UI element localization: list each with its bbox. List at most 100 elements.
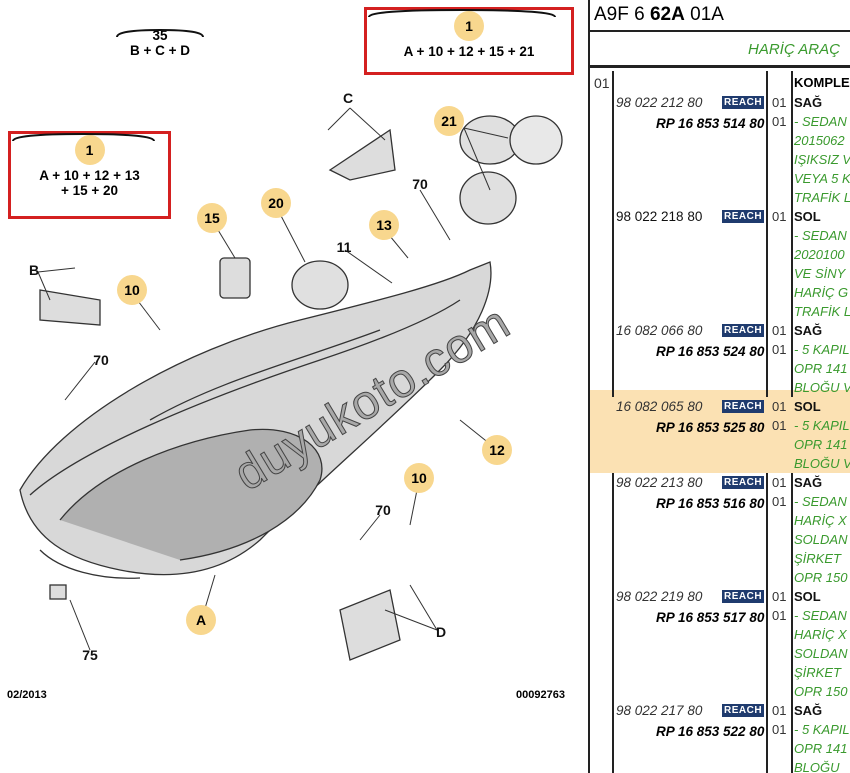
description-line: HARİÇ G xyxy=(794,285,849,300)
description-line: - SEDAN xyxy=(794,494,847,509)
side-label: SAĞ xyxy=(794,703,823,718)
side-label: SAĞ xyxy=(794,323,823,338)
description-line: - 5 KAPIL xyxy=(794,722,850,737)
side-label: SAĞ xyxy=(794,95,823,110)
callout-70: 70 xyxy=(412,176,428,192)
brace-icon xyxy=(116,28,204,38)
item-title: KOMPLE xyxy=(794,75,850,90)
kit-formula-line2: + 15 + 20 xyxy=(60,183,119,198)
side-label: SOL xyxy=(794,209,821,224)
diagram-reference: 00092763 xyxy=(516,689,565,701)
parts-table: 01 KOMPLE 98 022 212 80 REACH 01 RP 16 853 … xyxy=(590,71,850,773)
description-line: IŞIKSIZ V xyxy=(794,152,850,167)
description-line: VEYA 5 K xyxy=(794,171,850,186)
quantity: 01 xyxy=(772,722,787,737)
parts-diagram: 35 B + C + D 1 A + 10 + 12 + 15 + 21 1 A… xyxy=(7,7,574,701)
description-line: HARİÇ X xyxy=(794,627,847,642)
part-entry[interactable]: 98 022 217 80 REACH 01 RP 16 853 522 80 01 SA… xyxy=(590,701,850,773)
description-line: 2015062 xyxy=(794,133,845,148)
quantity: 01 xyxy=(772,494,787,509)
kit-35-label: 35 B + C + D xyxy=(115,28,205,58)
part-number[interactable]: 16 082 066 80 xyxy=(616,323,703,338)
description-line: SOLDAN xyxy=(794,646,848,661)
reach-badge: REACH xyxy=(722,96,765,109)
callout-15: 15 xyxy=(197,203,227,233)
description-line: SOLDAN xyxy=(794,532,848,547)
callout-10: 10 xyxy=(404,463,434,493)
panel-code: A9F 6 62A 01A xyxy=(590,0,850,32)
quantity: 01 xyxy=(772,703,787,718)
reach-badge: REACH xyxy=(722,590,765,603)
kit-number: 35 xyxy=(152,28,168,43)
panel-subtitle: HARİÇ ARAÇ xyxy=(590,32,850,68)
kit-formula: B + C + D xyxy=(129,43,191,58)
description-line: OPR 141 xyxy=(794,437,848,452)
description-line: - SEDAN xyxy=(794,608,847,623)
quantity: 01 xyxy=(772,608,787,623)
description-line: BLOĞU V xyxy=(794,456,850,471)
callout-70: 70 xyxy=(375,502,391,518)
callout-75: 75 xyxy=(82,647,98,663)
part-entry[interactable]: 98 022 212 80 REACH 01 RP 16 853 514 80 01 SA… xyxy=(590,93,850,207)
description-line: OPR 150 xyxy=(794,684,848,699)
description-line: - SEDAN xyxy=(794,228,847,243)
side-label: SOL xyxy=(794,399,821,414)
kit-formula-line1: A + 10 + 12 + 13 xyxy=(39,168,140,183)
part-number[interactable]: 98 022 213 80 xyxy=(616,475,703,490)
code-prefix: A9F 6 xyxy=(594,4,650,25)
code-suffix: 01A xyxy=(684,4,724,25)
replacement-part-number[interactable]: RP 16 853 514 80 xyxy=(656,116,765,131)
description-line: OPR 141 xyxy=(794,741,848,756)
callout-70: 70 xyxy=(93,352,109,368)
diagram-date: 02/2013 xyxy=(7,689,47,701)
part-number[interactable]: 98 022 218 80 xyxy=(616,209,703,224)
callout-d: D xyxy=(435,624,447,640)
code-bold: 62A xyxy=(649,4,685,25)
kit-number-bubble: 1 xyxy=(74,135,105,165)
callout-10: 10 xyxy=(117,275,147,305)
description-line: TRAFİK L xyxy=(794,190,850,205)
reach-badge: REACH xyxy=(722,476,765,489)
quantity: 01 xyxy=(772,114,787,129)
description-line: BLOĞU xyxy=(794,760,840,773)
quantity: 01 xyxy=(772,209,787,224)
part-number[interactable]: 16 082 065 80 xyxy=(616,399,703,414)
description-line: ŞİRKET xyxy=(794,551,841,566)
replacement-part-number[interactable]: RP 16 853 516 80 xyxy=(656,496,765,511)
quantity: 01 xyxy=(772,95,787,110)
description-line: TRAFİK L xyxy=(794,304,850,319)
description-line: 2020100 xyxy=(794,247,845,262)
replacement-part-number[interactable]: RP 16 853 522 80 xyxy=(656,724,765,739)
replacement-part-number[interactable]: RP 16 853 525 80 xyxy=(656,420,765,435)
brace-icon xyxy=(12,132,155,142)
replacement-part-number[interactable]: RP 16 853 524 80 xyxy=(656,344,765,359)
kit-1-left-box: 1 A + 10 + 12 + 13 + 15 + 20 xyxy=(8,131,171,219)
callout-11: 11 xyxy=(336,239,352,255)
description-line: ŞİRKET xyxy=(794,665,841,680)
callout-21: 21 xyxy=(434,106,464,136)
quantity: 01 xyxy=(772,323,787,338)
quantity: 01 xyxy=(772,399,787,414)
replacement-part-number[interactable]: RP 16 853 517 80 xyxy=(656,610,765,625)
part-number[interactable]: 98 022 219 80 xyxy=(616,589,703,604)
part-number[interactable]: 98 022 212 80 xyxy=(616,95,703,110)
side-label: SOL xyxy=(794,589,821,604)
parts-list-panel: A9F 6 62A 01A HARİÇ ARAÇ 01 KOMPLE 98 02… xyxy=(590,0,850,773)
quantity: 01 xyxy=(772,589,787,604)
callout-b: B xyxy=(28,262,40,278)
description-line: OPR 141 xyxy=(794,361,848,376)
part-number[interactable]: 98 022 217 80 xyxy=(616,703,703,718)
reach-badge: REACH xyxy=(722,704,765,717)
divider xyxy=(588,0,590,773)
side-label: SAĞ xyxy=(794,475,823,490)
description-line: - 5 KAPIL xyxy=(794,418,850,433)
callout-12: 12 xyxy=(482,435,512,465)
callout-c: C xyxy=(342,90,354,106)
quantity: 01 xyxy=(772,418,787,433)
